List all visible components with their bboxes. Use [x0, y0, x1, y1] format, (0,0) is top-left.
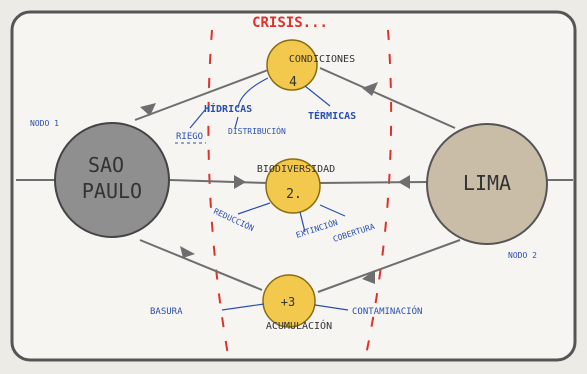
sao-paulo-label-2: PAULO: [82, 179, 142, 203]
acumulacion-label: ACUMULACIÓN: [266, 319, 332, 332]
branch-hidricas: [237, 77, 269, 109]
arrow-right-mid: [398, 175, 410, 189]
arrow-right-bottom: [362, 270, 375, 284]
label-riego: RIEGO: [176, 132, 203, 142]
branch-termicas: [304, 85, 331, 107]
branch-contaminacion: [314, 304, 349, 311]
label-distribucion: DISTRIBUCIÓN: [228, 125, 286, 136]
branch-distribucion: [234, 116, 239, 129]
biodiversidad-label: BIODIVERSIDAD: [257, 164, 335, 175]
lima-node: [426, 123, 548, 245]
line-left-bottom: [139, 239, 263, 291]
label-contaminacion: CONTAMINACIÓN: [352, 305, 422, 317]
branch-extincion: [299, 211, 306, 233]
acumulacion-number: +3: [281, 295, 295, 309]
label-hidricas: HÍDRICAS: [204, 102, 252, 115]
condiciones-node: [266, 39, 318, 91]
line-right-bottom: [317, 239, 461, 293]
branch-riego: [189, 109, 206, 129]
condiciones-label: CONDICIONES: [289, 54, 355, 65]
biodiversidad-number: 2.: [286, 187, 302, 202]
node-1-tag: NODO 1: [30, 119, 59, 128]
arrow-left-top: [140, 103, 156, 116]
lima-label: LIMA: [463, 171, 511, 195]
label-basura: BASURA: [150, 307, 183, 317]
line-right-top: [319, 67, 456, 129]
label-termicas: TÉRMICAS: [308, 109, 356, 122]
title-crisis: CRISIS...: [252, 15, 328, 31]
node-2-tag: NODO 2: [508, 251, 537, 260]
branch-cobertura: [319, 204, 346, 217]
branch-basura: [221, 303, 265, 311]
branch-reduccion: [237, 202, 271, 215]
line-left-top: [134, 69, 269, 121]
sao-paulo-node: [54, 122, 170, 238]
line-left-mid: [169, 179, 269, 184]
arrow-right-top: [362, 82, 378, 96]
arrow-left-mid: [234, 175, 246, 189]
arrow-left-bottom: [180, 246, 195, 258]
condiciones-number: 4: [289, 75, 297, 90]
blue-branches: [189, 77, 349, 311]
biodiversidad-node: [265, 158, 321, 214]
acumulacion-node: [262, 274, 316, 328]
sao-paulo-label-1: SAO: [88, 153, 124, 177]
arrowheads: [140, 82, 410, 284]
line-right-mid: [319, 181, 429, 184]
